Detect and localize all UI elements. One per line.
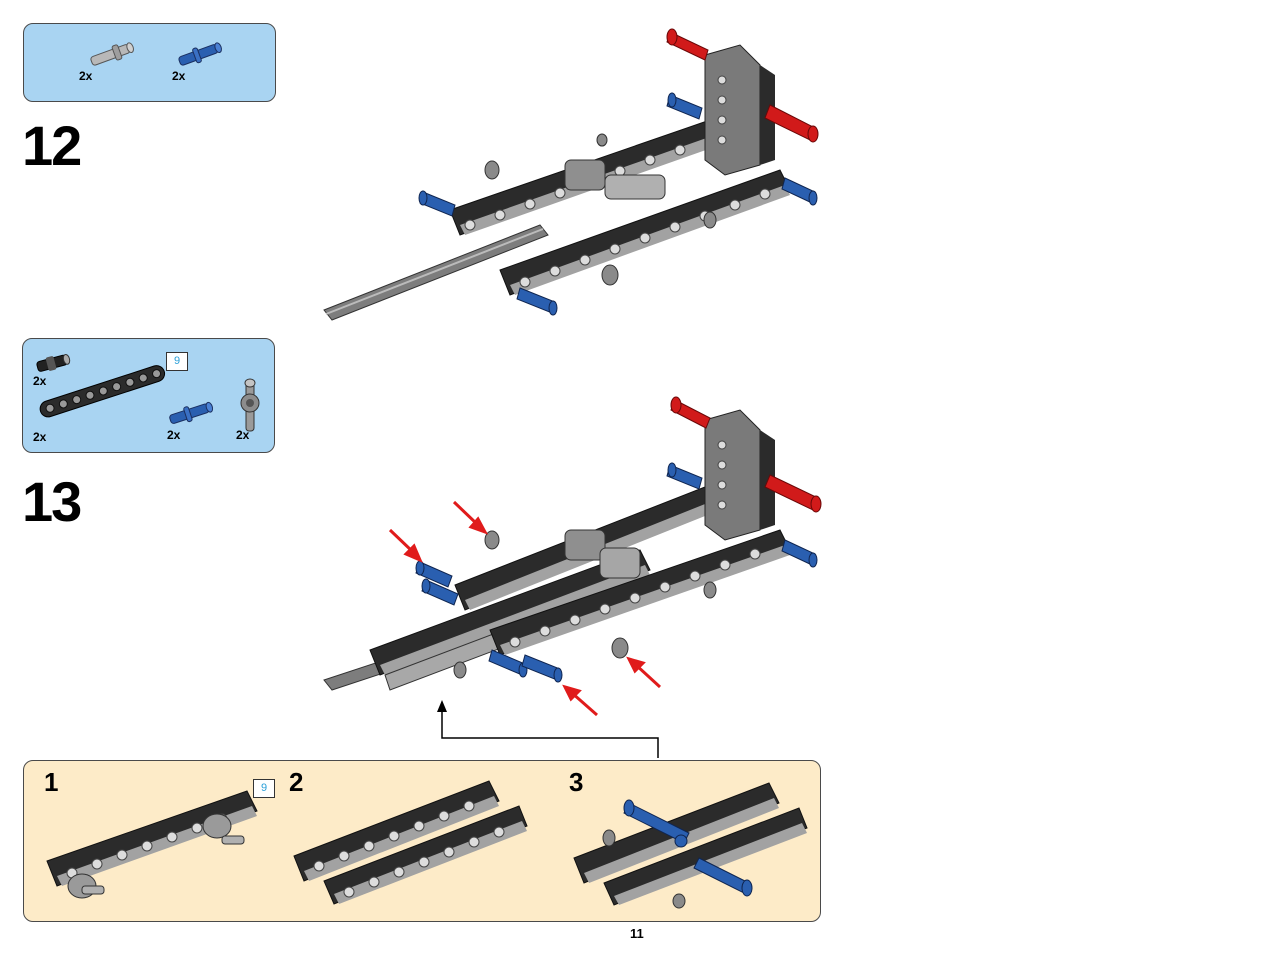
length-badge: 9: [253, 779, 275, 798]
gray-axle-pin-icon: [90, 42, 134, 66]
quantity-label: 2x: [33, 374, 47, 388]
vertical-beam: [704, 44, 775, 176]
beam-lower: [499, 169, 791, 296]
blue-pin: [418, 92, 818, 316]
step-number: 13: [22, 470, 82, 533]
quantity-label: 2x: [236, 428, 250, 442]
parts-list-step-12: 2x 2x: [23, 23, 276, 102]
step-13-model-illustration: [323, 396, 822, 717]
red-pin: [666, 28, 819, 143]
subassembly-callout: 1 9 2 3: [23, 760, 821, 922]
quantity-label: 2x: [172, 69, 186, 83]
blue-axle-pin-icon: [178, 42, 222, 66]
blue-axle-pin-icon: [169, 401, 214, 424]
quantity-label: 2x: [33, 430, 47, 444]
substep-number: 2: [289, 767, 304, 797]
substep-2-illustration: [293, 780, 528, 905]
long-axle: [323, 224, 549, 321]
black-connector-icon: [36, 353, 71, 372]
beam-9-icon: [39, 365, 166, 418]
substep-1-illustration: [46, 790, 258, 899]
page-number: 11: [630, 926, 644, 941]
gray-cross-block-icon: [240, 378, 260, 432]
substep-3-illustration: [573, 782, 808, 909]
step-12-model-illustration: [323, 28, 819, 321]
quantity-label: 2x: [167, 428, 181, 442]
callout-connector: [437, 700, 659, 758]
quantity-label: 2x: [79, 69, 93, 83]
length-badge: 9: [166, 352, 188, 371]
red-arrow-icon: [388, 500, 662, 717]
parts-list-step-13: 2x 9 2x 2x 2x: [22, 338, 275, 453]
substep-number: 1: [44, 767, 59, 797]
step-number: 12: [22, 114, 82, 177]
substep-number: 3: [569, 767, 584, 797]
